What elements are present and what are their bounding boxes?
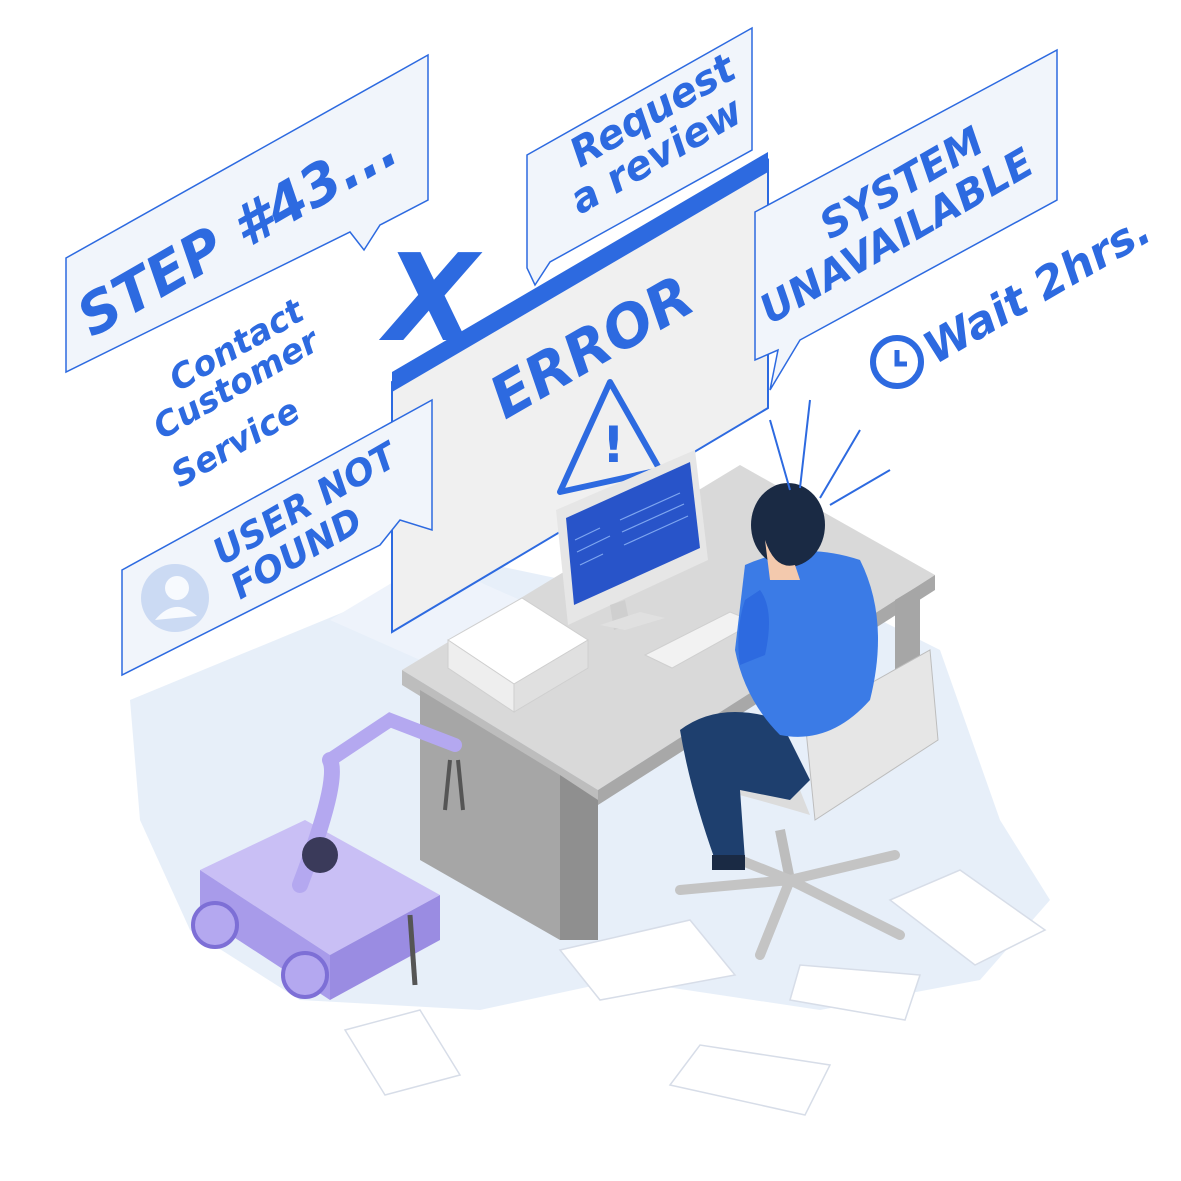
clock-icon [870,335,924,389]
close-x-icon: X [378,230,483,369]
user-avatar-icon [141,564,209,632]
monitor [556,450,708,630]
scattered-papers [343,869,1047,1116]
system-unavailable-bubble: SYSTEM UNAVAILABLE [752,48,1058,391]
svg-text:!: ! [602,416,625,474]
warning-triangle-icon: ! [557,379,663,495]
contact-service-text: Contact Customer Service [147,290,329,496]
robot-arm-cart [191,712,465,1000]
error-window: ERROR ! [391,152,769,634]
paper-stack [447,597,589,713]
frustrated-person [680,399,891,870]
